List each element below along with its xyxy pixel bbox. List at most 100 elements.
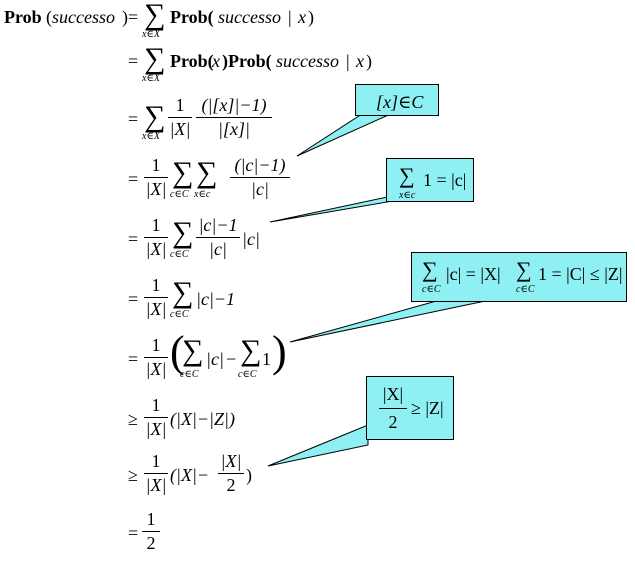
- callout-3-index-1: c∈C: [422, 284, 441, 295]
- eq-3: =: [128, 109, 139, 129]
- row-4-num-2: (|c|−1): [234, 155, 286, 175]
- sum-1-index: x∈X: [142, 29, 160, 40]
- row-10-bar: [142, 531, 160, 532]
- callout-1-pointer: [296, 111, 396, 157]
- eq-10: =: [128, 523, 139, 543]
- row-2-bar: |: [346, 51, 350, 71]
- eq-5: =: [128, 229, 139, 249]
- row-2-prob-2: )Prob(: [222, 51, 272, 71]
- callout-2-index: x∈c: [399, 190, 416, 201]
- eq-4: =: [128, 169, 139, 189]
- row-3-num-2: (|[x]|−1): [201, 95, 267, 115]
- lhs-prob: Prob: [4, 7, 42, 27]
- callout-1-text: [x]∈C: [376, 92, 424, 112]
- ge-9: ≥: [128, 465, 138, 485]
- sum-5-index: c∈C: [170, 249, 189, 260]
- row-5-den-2: |c|: [209, 239, 227, 259]
- eq-7: =: [128, 349, 139, 369]
- callout-4: |X| 2 ≥ |Z|: [366, 376, 454, 440]
- row-7-open: (: [170, 327, 185, 376]
- row-4-bar-2: [230, 177, 290, 178]
- row-8-bar-1: [144, 417, 168, 418]
- sum-4a: ∑: [172, 156, 194, 189]
- row-4-den-1: |X|: [145, 179, 167, 199]
- sum-7b-index: c∈C: [238, 369, 257, 380]
- row-10-num: 1: [146, 509, 156, 529]
- row-5-tail: |c|: [242, 229, 260, 249]
- callout-3-text-1: |c| = |X|: [446, 264, 501, 284]
- sum-6: ∑: [172, 276, 194, 309]
- row-5-num-2: |c|−1: [198, 215, 238, 235]
- lhs-successo: successo: [52, 7, 115, 27]
- row-4-num-1: 1: [151, 155, 161, 175]
- row-9-den-2: 2: [226, 475, 236, 495]
- row-1-close: ): [308, 7, 314, 27]
- sum-3: ∑: [144, 100, 166, 133]
- row-2-close: ): [366, 51, 372, 71]
- row-1-successo: successo: [218, 7, 281, 27]
- sum-7a: ∑: [182, 334, 204, 367]
- eq-1: =: [128, 7, 139, 27]
- row-5-bar-1: [144, 237, 168, 238]
- row-9-num-1: 1: [151, 451, 161, 471]
- sum-4a-index: c∈C: [170, 189, 189, 200]
- ge-8: ≥: [128, 409, 138, 429]
- row-2-x-1: x: [212, 51, 220, 71]
- row-1-prob: Prob(: [170, 7, 214, 27]
- row-2-x-2: x: [356, 51, 364, 71]
- row-7-den-1: |X|: [145, 359, 167, 379]
- row-6-tail: |c|−1: [196, 289, 236, 309]
- row-7-term-2: 1: [262, 349, 271, 369]
- row-7-close: ): [272, 327, 287, 376]
- callout-4-numerator: |X|: [382, 384, 404, 404]
- callout-4-pointer: [267, 424, 369, 467]
- row-9-close: ): [246, 465, 252, 485]
- row-5-num-1: 1: [151, 215, 161, 235]
- row-8-den-1: |X|: [145, 419, 167, 439]
- row-9-num-2: |X|: [220, 451, 242, 471]
- row-1-bar: |: [288, 7, 292, 27]
- callout-3-index-2: c∈C: [516, 284, 535, 295]
- row-9-open: (|X|−: [170, 465, 210, 485]
- callout-2: ∑ x∈c 1 = |c|: [386, 158, 474, 202]
- row-7-num-1: 1: [151, 335, 161, 355]
- sum-7a-index: c∈C: [180, 369, 199, 380]
- row-3-num-1: 1: [175, 95, 185, 115]
- row-6-num-1: 1: [151, 275, 161, 295]
- callout-3: ∑ c∈C |c| = |X| ∑ c∈C 1 = |C| ≤ |Z|: [411, 252, 627, 302]
- eq-2: =: [128, 51, 139, 71]
- callout-2-sum: ∑: [399, 163, 415, 188]
- sum-7b: ∑: [240, 334, 262, 367]
- sum-4b: ∑: [196, 156, 218, 189]
- row-8-num-1: 1: [151, 395, 161, 415]
- row-5-den-1: |X|: [145, 239, 167, 259]
- callout-3-sum-2: ∑: [516, 257, 532, 282]
- callout-1: [x]∈C: [355, 84, 439, 116]
- lhs-close: ): [122, 7, 128, 27]
- sum-2-index: x∈X: [142, 73, 160, 84]
- row-4-den-2: |c|: [251, 179, 269, 199]
- row-9-bar-1: [144, 473, 168, 474]
- row-5-bar-2: [196, 237, 240, 238]
- sum-1: ∑: [144, 0, 166, 31]
- callout-2-text: 1 = |c|: [423, 170, 467, 190]
- sum-6-index: c∈C: [170, 309, 189, 320]
- eq-6: =: [128, 289, 139, 309]
- row-9-den-1: |X|: [145, 475, 167, 495]
- lhs-open: (: [46, 7, 52, 27]
- callout-3-pointer: [289, 299, 491, 343]
- row-2-prob-1: Prob(: [170, 51, 214, 71]
- row-3-den-2: |[x]|: [218, 119, 250, 139]
- callout-3-sum-1: ∑: [422, 257, 438, 282]
- callout-4-text: ≥ |Z|: [411, 398, 444, 418]
- row-6-bar-1: [144, 297, 168, 298]
- row-7-bar-1: [144, 357, 168, 358]
- row-7-term-1: |c|: [206, 349, 224, 369]
- row-3-bar-2: [196, 117, 272, 118]
- sum-5: ∑: [172, 216, 194, 249]
- callout-3-text-2: 1 = |C| ≤ |Z|: [538, 264, 623, 284]
- sum-4b-index: x∈c: [194, 189, 211, 200]
- sum-2: ∑: [144, 42, 166, 75]
- callout-4-denominator: 2: [388, 412, 398, 432]
- row-1-x: x: [298, 7, 306, 27]
